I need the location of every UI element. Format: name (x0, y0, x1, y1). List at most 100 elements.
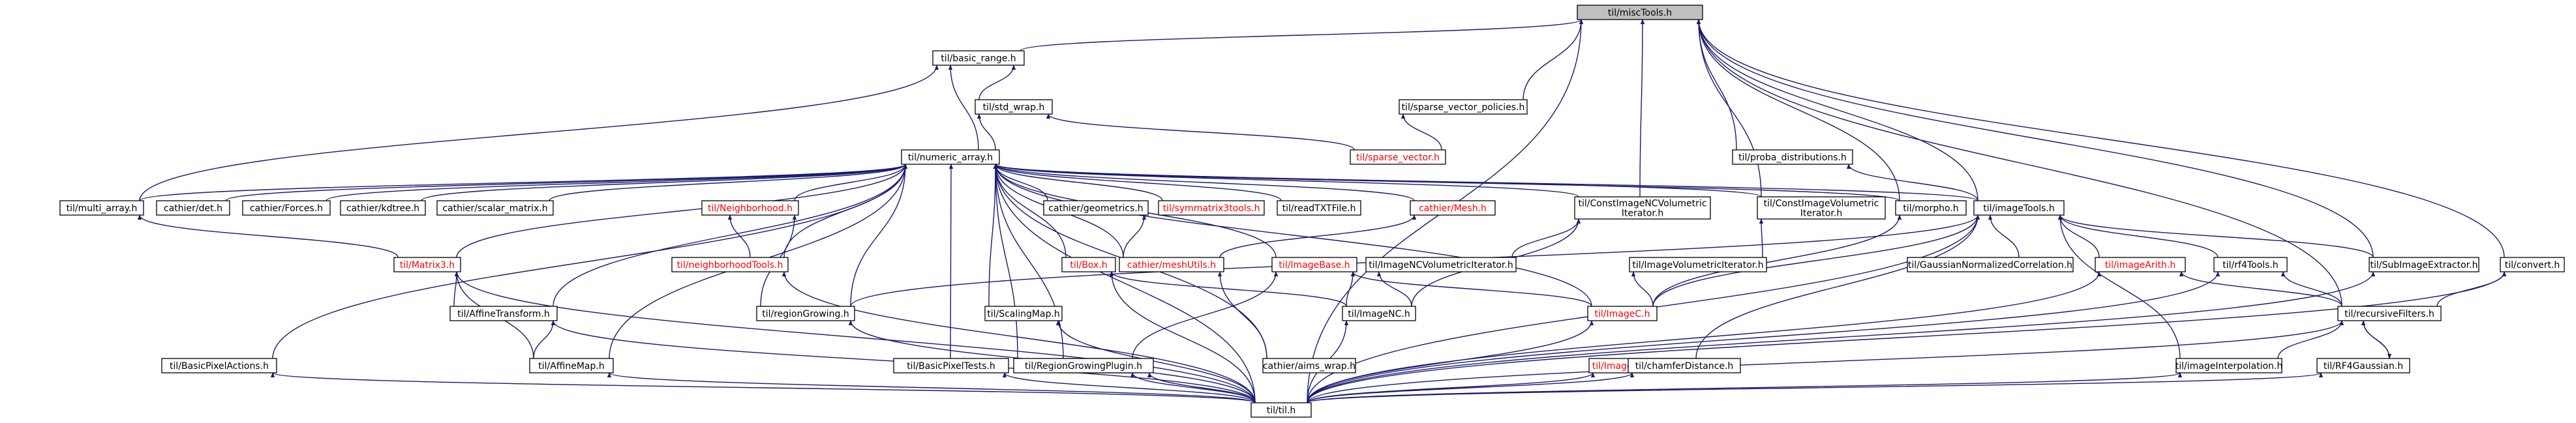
edge-numeric-to-basic_range (948, 65, 979, 151)
node-label-misc-0: til/miscTools.h (1608, 8, 1672, 18)
node-box-forces (242, 200, 331, 216)
node-basicpixact[interactable]: til/BasicPixelActions.h (161, 358, 277, 373)
edge-imageinterp-to-imagetools (2057, 214, 2181, 359)
node-det[interactable]: cathier/det.h (156, 200, 230, 216)
node-symmatrix[interactable]: til/symmatrix3tools.h (1158, 200, 1265, 216)
node-box-imagenc (1342, 306, 1416, 321)
node-box[interactable]: til/Box.h (1061, 257, 1116, 272)
node-label-cincviter-0: til/ConstImageNCVolumetric (1579, 199, 1707, 209)
node-readtxt[interactable]: til/readTXTFile.h (1277, 200, 1361, 216)
node-label-scalingmap-0: til/ScalingMap.h (987, 309, 1060, 319)
node-box-geometrics (1043, 200, 1149, 216)
edge-til-to-neightools (781, 271, 1256, 403)
edge-subimage-to-misc (1696, 19, 2374, 258)
node-convert[interactable]: til/convert.h (2500, 257, 2565, 272)
edge-scalar-to-numeric (549, 164, 908, 201)
node-box-kdtree (340, 200, 426, 216)
node-box-scalingmap (984, 306, 1063, 321)
node-gaussnorm[interactable]: til/GaussianNormalizedCorrelation.h (1907, 257, 2074, 272)
edge-civiter-to-misc (1696, 19, 1762, 197)
node-imagenc[interactable]: til/ImageNC.h (1342, 306, 1416, 321)
node-iviter[interactable]: til/ImageVolumetricIterator.h (1629, 257, 1767, 272)
edge-imagetools-to-misc (1696, 19, 1978, 201)
node-box-neighborhood (701, 200, 799, 216)
node-imagearith[interactable]: til/imageArith.h (2095, 257, 2186, 272)
node-mesh[interactable]: cathier/Mesh.h (1410, 200, 1496, 216)
node-basicpixtests[interactable]: til/BasicPixelTests.h (893, 358, 1009, 373)
node-kdtree[interactable]: cathier/kdtree.h (340, 200, 426, 216)
node-label-imageinterp-0: til/imageInterpolation.h (2175, 361, 2283, 372)
node-label-imagebase-0: til/ImageBase.h (1279, 260, 1350, 270)
node-label-multi-0: til/multi_array.h (67, 203, 138, 214)
node-label-neighborhood-0: til/Neighborhood.h (708, 203, 793, 214)
node-imagebase[interactable]: til/ImageBase.h (1271, 257, 1357, 272)
node-multi[interactable]: til/multi_array.h (59, 200, 144, 216)
edge-rf4tools-to-imagetools (2057, 214, 2219, 258)
edge-subimage-to-imagetools (2057, 214, 2374, 258)
node-label-matrix3-0: til/Matrix3.h (400, 260, 455, 270)
node-box-misc (1577, 5, 1703, 20)
node-affinemap[interactable]: til/AffineMap.h (529, 358, 614, 373)
node-morpho[interactable]: til/morpho.h (1895, 200, 1967, 216)
node-box-numeric (901, 149, 1000, 165)
node-box-box (1061, 257, 1116, 272)
node-proba[interactable]: til/proba_distributions.h (1732, 149, 1853, 165)
edge-gaussnorm-to-imagetools (1988, 214, 2020, 258)
node-rf4tools[interactable]: til/rf4Tools.h (2213, 257, 2288, 272)
edge-recursive-to-rf4gauss (2363, 320, 2392, 359)
node-recursive[interactable]: til/recursiveFilters.h (2337, 306, 2442, 321)
edge-imagecpt-to-numeric (993, 164, 1064, 359)
node-sparse_pol[interactable]: til/sparse_vector_policies.h (1399, 99, 1528, 115)
node-numeric[interactable]: til/numeric_array.h (901, 149, 1000, 165)
node-neighborhood[interactable]: til/Neighborhood.h (701, 200, 799, 216)
node-rf4gauss[interactable]: til/RF4Gaussian.h (2316, 358, 2410, 373)
node-til[interactable]: til/til.h (1250, 402, 1312, 418)
node-label-basicpixact-0: til/BasicPixelActions.h (170, 361, 269, 372)
edge-imagenc-to-box (1109, 271, 1347, 307)
node-chamfer[interactable]: til/chamferDistance.h (1628, 358, 1741, 373)
edge-til-to-convert (1307, 271, 2507, 403)
edge-convert-to-misc (1696, 19, 2505, 258)
node-label-rf4tools-0: til/rf4Tools.h (2222, 260, 2278, 270)
edge-geometrics-to-numeric (993, 164, 1048, 201)
node-imagec[interactable]: til/ImageC.h (1587, 306, 1658, 321)
edge-regionplugin-to-numeric (993, 164, 1018, 359)
edge-til-to-chamfer (1307, 372, 1635, 403)
node-incviter[interactable]: til/ImageNCVolumetricIterator.h (1365, 257, 1517, 272)
node-label-regionplugin-0: til/RegionGrowingPlugin.h (1025, 361, 1142, 372)
node-aimswrap[interactable]: cathier/aims_wrap.h (1262, 358, 1356, 373)
node-imagetools[interactable]: til/imageTools.h (1973, 200, 2065, 216)
node-scalingmap[interactable]: til/ScalingMap.h (984, 306, 1063, 321)
edge-multi-to-numeric (139, 164, 907, 201)
edge-affinemap-to-affinetransform (533, 320, 556, 359)
node-regiongrow[interactable]: til/regionGrowing.h (756, 306, 855, 321)
edge-til-to-numeric (993, 164, 1256, 403)
edge-til-to-scalingmap (1055, 320, 1256, 403)
node-std_wrap[interactable]: til/std_wrap.h (975, 99, 1053, 115)
node-affinetransform[interactable]: til/AffineTransform.h (449, 306, 558, 321)
node-box-cincviter (1574, 196, 1711, 220)
node-forces[interactable]: cathier/Forces.h (242, 200, 331, 216)
node-box-chamfer (1628, 358, 1741, 373)
node-regionplugin[interactable]: til/RegionGrowingPlugin.h (1013, 358, 1154, 373)
node-matrix3[interactable]: til/Matrix3.h (393, 257, 461, 272)
node-label-basic_range-0: til/basic_range.h (941, 53, 1016, 64)
node-label-cincviter-1: Iterator.h (1622, 209, 1663, 219)
edge-proba-to-misc (1696, 19, 1737, 151)
node-neightools[interactable]: til/neighborhoodTools.h (671, 257, 789, 272)
node-label-til-0: til/til.h (1267, 405, 1296, 416)
node-sparse_vec[interactable]: til/sparse_vector.h (1350, 149, 1446, 165)
node-meshutils[interactable]: cathier/meshUtils.h (1119, 257, 1224, 272)
edge-imagearith-to-imagetools (2057, 214, 2100, 258)
node-label-basicpixtests-0: til/BasicPixelTests.h (907, 361, 995, 372)
edge-til-to-rf4tools (1307, 271, 2220, 403)
node-imageinterp[interactable]: til/imageInterpolation.h (2175, 358, 2283, 373)
node-misc[interactable]: til/miscTools.h (1577, 5, 1703, 20)
node-geometrics[interactable]: cathier/geometrics.h (1043, 200, 1149, 216)
node-subimage[interactable]: til/SubImageExtractor.h (2369, 257, 2479, 272)
node-basic_range[interactable]: til/basic_range.h (932, 50, 1025, 66)
edge-neighborhood-to-numeric (794, 164, 908, 201)
node-scalar[interactable]: cathier/scalar_matrix.h (436, 200, 554, 216)
